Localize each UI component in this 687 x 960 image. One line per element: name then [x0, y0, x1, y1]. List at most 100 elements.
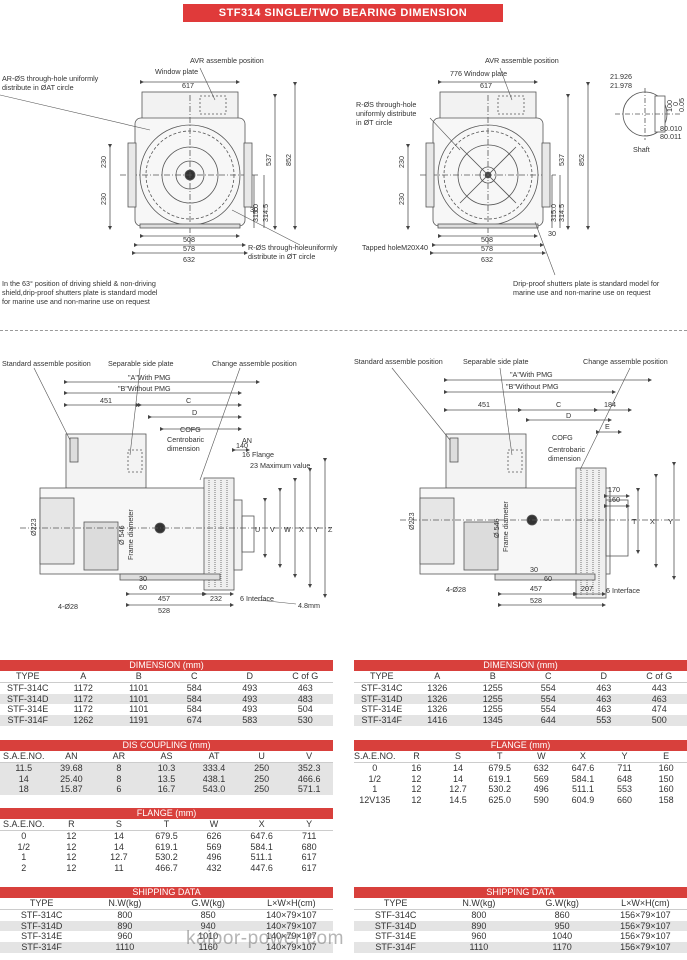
- table-cell: 2: [0, 863, 48, 874]
- table-title-row: DIS COUPLING (mm): [0, 740, 333, 751]
- tl-d30: 30: [250, 205, 258, 214]
- dimension-drawings: AVR assemble position Window plate AR-ØS…: [0, 56, 686, 615]
- table-cell: 583: [222, 715, 278, 726]
- sl-v: V: [270, 525, 275, 534]
- table-cell: 711: [285, 830, 333, 842]
- sl-d: D: [192, 408, 197, 417]
- table-cell: 432: [190, 863, 238, 874]
- tl-d315: 315.0: [251, 204, 260, 222]
- tr-avr-label: AVR assemble position: [485, 56, 559, 65]
- table-cell: 463: [576, 704, 632, 716]
- sr-d451: 451: [478, 400, 490, 409]
- sr-sep: Separable side plate: [463, 357, 529, 366]
- sr-std: Standard assemble position: [354, 357, 443, 366]
- sr-d457: 457: [530, 584, 542, 593]
- sl-cofg: COFG: [180, 425, 201, 434]
- tl-window-label: Window plate: [155, 67, 198, 76]
- table-cell: 463: [631, 693, 687, 705]
- sr-d207: 207: [581, 584, 593, 593]
- table-title-row: DIMENSION (mm): [0, 660, 333, 671]
- sl-y: Y: [314, 525, 319, 534]
- table-cell: 140×79×107: [249, 942, 333, 953]
- table-cell: 584.1: [562, 773, 604, 785]
- watermark: kaipor-power.com: [186, 928, 344, 949]
- table-cell: 554: [520, 704, 576, 716]
- tr-d315: 315.0: [549, 204, 558, 222]
- table-cell: 530.2: [478, 784, 521, 796]
- table-cell: 466.7: [142, 863, 191, 874]
- sr-e: E: [605, 422, 610, 431]
- table-cell: STF-314D: [0, 693, 56, 705]
- table-cell: 1110: [437, 942, 521, 953]
- table-cell: 1101: [111, 682, 167, 694]
- page-title: STF314 SINGLE/TWO BEARING DIMENSION: [183, 4, 503, 22]
- sr-d160: 160: [608, 495, 620, 504]
- table-cell: 619.1: [142, 841, 191, 853]
- sl-flange16: 16 Flange: [242, 450, 274, 459]
- table-cell: 679.5: [478, 762, 521, 774]
- tr-d230b: 230: [397, 193, 406, 205]
- table-cell: 160: [645, 784, 687, 796]
- column-header: S.A.E.NO.: [0, 751, 48, 763]
- table-cell: 647.6: [237, 830, 286, 842]
- tr-r-note-2: uniformly distribute: [356, 109, 416, 118]
- sr-d: D: [566, 411, 571, 420]
- table-cell: STF-314F: [354, 942, 438, 953]
- table-cell: 11.5: [0, 762, 48, 774]
- table-cell: 6: [95, 784, 143, 796]
- table-cell: 12V135: [354, 795, 396, 806]
- column-header: TYPE: [0, 671, 56, 683]
- sr-x: X: [650, 517, 655, 526]
- table-cell: 250: [237, 773, 286, 785]
- table-cell: 474: [631, 704, 687, 716]
- column-header: TYPE: [354, 898, 438, 910]
- table-title: FLANGE (mm): [0, 808, 333, 819]
- table-cell: 16.7: [142, 784, 191, 796]
- table-title-row: FLANGE (mm): [0, 808, 333, 819]
- table-cell: 39.68: [47, 762, 96, 774]
- sr-cofg: COFG: [552, 433, 573, 442]
- table-cell: 511.1: [237, 852, 286, 864]
- table-cell: 12: [47, 841, 96, 853]
- sr-t: T: [632, 517, 637, 526]
- tr-shaft-011: 80.011: [660, 132, 681, 141]
- sr-d223: Ø223: [407, 512, 416, 530]
- sl-d60: 60: [139, 583, 147, 592]
- table-cell: 800: [83, 909, 167, 921]
- column-header: C: [520, 671, 576, 683]
- column-header: T: [142, 819, 191, 831]
- table-cell: 466.6: [285, 773, 333, 785]
- column-header: Y: [603, 751, 646, 763]
- table-cell: 680: [285, 841, 333, 853]
- sl-centro-2: dimension: [167, 444, 200, 453]
- tr-d852: 852: [577, 154, 586, 166]
- column-header: AT: [190, 751, 238, 763]
- table-cell: 619.1: [478, 773, 521, 785]
- sl-frame: Frame diameter: [126, 509, 135, 560]
- table-cell: 18: [0, 784, 48, 796]
- sr-iface: 6 Interface: [606, 586, 640, 595]
- tr-d617: 617: [480, 81, 492, 90]
- column-header: W: [190, 819, 238, 831]
- table-cell: 12: [395, 795, 438, 806]
- table-cell: 156×79×107: [603, 931, 687, 943]
- table-cell: 493: [222, 693, 278, 705]
- column-header: L×W×H(cm): [603, 898, 687, 910]
- table-cell: 140×79×107: [249, 931, 333, 943]
